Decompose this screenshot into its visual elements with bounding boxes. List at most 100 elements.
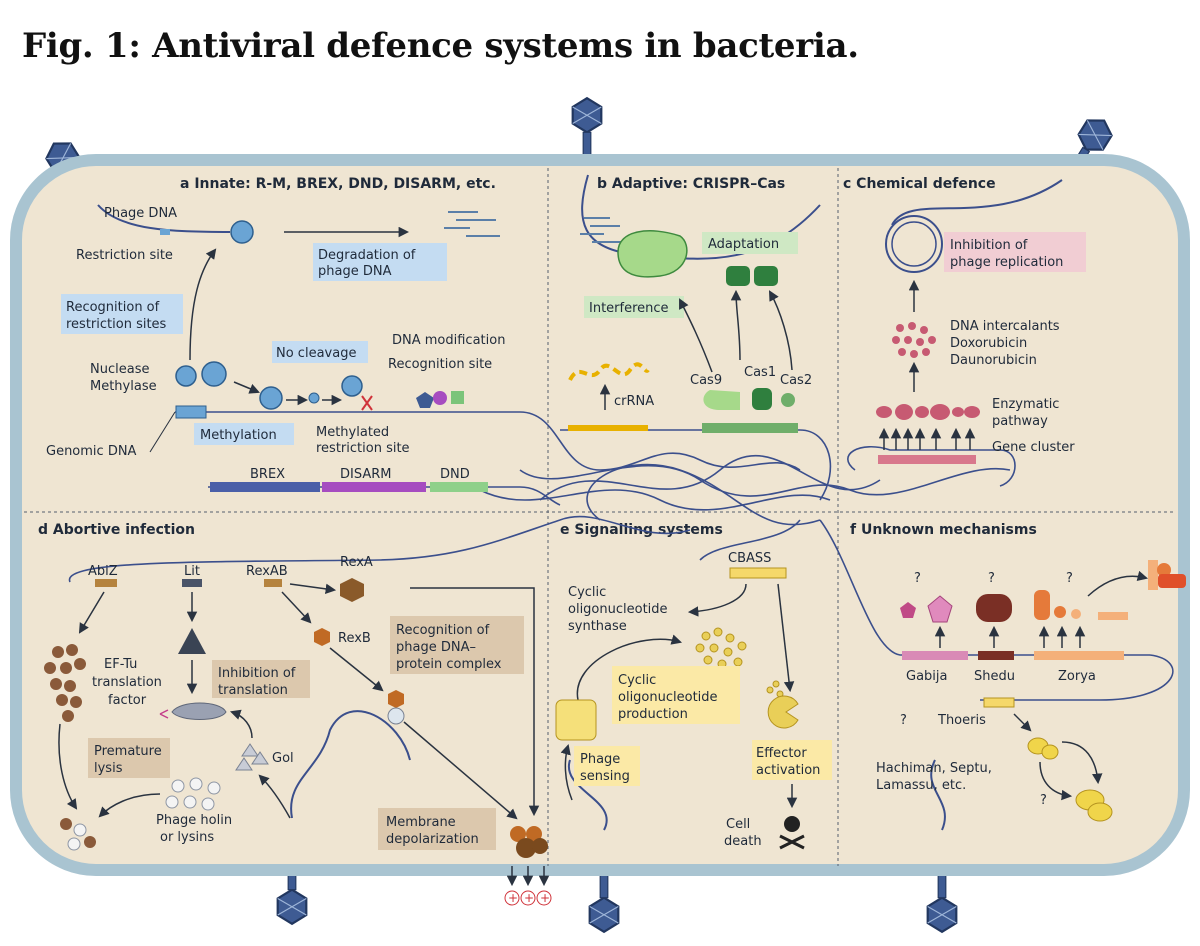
methylase-icon (201, 361, 227, 387)
cyclic-production-label-1: Cyclic (618, 673, 656, 688)
panel-a: Phage DNA Restriction site Degradation o… (46, 206, 505, 492)
effector-activation-box (752, 740, 832, 780)
cas1-label: Cas1 (744, 365, 776, 380)
enzymatic-label-1: Enzymatic (992, 397, 1059, 412)
recognition-complex-label-2: phage DNA– (396, 640, 476, 655)
rexb-protein-icon (314, 628, 330, 646)
shedu-protein-icon (976, 594, 1012, 622)
genomic-dna-tangle (68, 411, 1174, 701)
cyclic-production-label-3: production (618, 707, 688, 722)
phage-sensing-box (574, 746, 640, 786)
cas9-protein-icon (703, 390, 740, 410)
thoeris-effector-question-label: ? (1040, 793, 1047, 808)
messenger-dots-icon (766, 680, 784, 698)
cbass-gene (729, 567, 787, 579)
adaptation-box (702, 232, 798, 254)
panel-dividers (24, 168, 1176, 866)
methylated-label-2: restriction site (316, 441, 410, 456)
pentagon-mod-icon (416, 392, 434, 408)
cyclic-synthase-label-2: oligonucleotide (568, 602, 668, 617)
brex-gene-cluster (210, 482, 320, 492)
other-systems-label-2: Lamassu, etc. (876, 778, 966, 793)
phage-dna-circle-icon (885, 215, 943, 273)
gabija-protein-icon (927, 595, 953, 623)
premature-lysis-box (88, 738, 170, 778)
nuclease-label: Nuclease (90, 362, 149, 377)
methylation-label: Methylation (200, 428, 277, 443)
cyclic-production-box (612, 666, 740, 724)
inhibition-label-2: phage replication (950, 255, 1063, 270)
degradation-box (313, 243, 447, 281)
gene-cluster-icon (878, 455, 976, 464)
rexb-label: RexB (338, 631, 371, 646)
proton-plus-3: + (540, 891, 550, 905)
rm-gene-icon (175, 405, 207, 419)
lit-label: Lit (184, 564, 200, 579)
phage-dna-label: Phage DNA (104, 206, 177, 221)
dna-fragments-icon (444, 211, 500, 237)
zorya-membrane-complex-icon (1148, 560, 1186, 590)
nuclease-on-phage-dna-icon (160, 220, 254, 244)
cas-gene-cluster (702, 423, 798, 433)
thoeris-question-label: ? (900, 713, 907, 728)
restriction-site-label: Restriction site (76, 248, 173, 263)
interference-box (584, 296, 684, 318)
proton-plus-1: + (508, 891, 518, 905)
small-molecules-icon (892, 322, 936, 358)
gabija-question-label: ? (914, 571, 921, 586)
effector-label-2: activation (756, 763, 820, 778)
crispr-array (568, 425, 648, 431)
inhibition-translation-label-1: Inhibition of (218, 666, 296, 681)
holin-dots-icon (165, 777, 221, 811)
proton-plus-2: + (524, 891, 534, 905)
intercalants-label: DNA intercalants (950, 319, 1060, 334)
panel-a-title: a Innate: R-M, BREX, DND, DISARM, etc. (180, 176, 496, 192)
ef-tu-label-3: factor (108, 693, 147, 708)
phage-sensing-label-1: Phage (580, 752, 620, 767)
gol-icon (235, 743, 269, 771)
zorya-protein-a-icon (1034, 590, 1050, 620)
disarm-label: DISARM (340, 467, 391, 482)
zorya-protein-b-icon (1054, 606, 1066, 618)
nuclease-blocked-icon (341, 375, 363, 397)
nuclease-icon (175, 365, 197, 387)
cyclic-production-label-2: oligonucleotide (618, 690, 718, 705)
lit-gene (182, 579, 202, 587)
ef-tu-cleaved-icon (171, 702, 227, 720)
gabija-label: Gabija (906, 669, 947, 684)
membrane-label-1: Membrane (386, 815, 456, 830)
expression-arrows (878, 427, 976, 450)
recognition-box (61, 294, 183, 334)
methylated-label-1: Methylated (316, 425, 389, 440)
shedu-label: Shedu (974, 669, 1015, 684)
brex-label: BREX (250, 467, 285, 482)
dnd-gene-cluster (430, 482, 488, 492)
no-cleavage-box (272, 341, 368, 363)
square-mod-icon (451, 391, 464, 404)
ef-tu-label-2: translation (92, 675, 162, 690)
other-systems-label-1: Hachiman, Septu, (876, 761, 992, 776)
rexa-label: RexA (340, 555, 373, 570)
disarm-gene-cluster (322, 482, 426, 492)
enzyme-chain-icon (876, 404, 980, 420)
cas9-complex-icon (617, 230, 688, 278)
cas2-label: Cas2 (780, 373, 812, 388)
cell-death-label-2: death (724, 834, 762, 849)
panel-e: CBASS Cyclic oligonucleotide synthase Cy… (555, 551, 832, 850)
cell-death-label-1: Cell (726, 817, 750, 832)
inhibition-translation-box (212, 660, 310, 698)
degradation-label-2: phage DNA (318, 264, 392, 279)
daunorubicin-label: Daunorubicin (950, 353, 1037, 368)
recognition-label-2: restriction sites (66, 317, 167, 332)
crrna-label: crRNA (614, 394, 654, 409)
recognition-complex-label-1: Recognition of (396, 623, 490, 638)
rexa-protein-icon (340, 578, 364, 602)
dnd-label: DND (440, 467, 470, 482)
holin-label-1: Phage holin (156, 813, 232, 828)
thoeris-effector-icon (1075, 789, 1113, 822)
rexab-label: RexAB (246, 564, 288, 579)
recognition-label-1: Recognition of (66, 300, 160, 315)
thoeris-protein-icon (1027, 737, 1059, 760)
methylation-box (194, 423, 294, 445)
genomic-dna-label: Genomic DNA (46, 444, 137, 459)
